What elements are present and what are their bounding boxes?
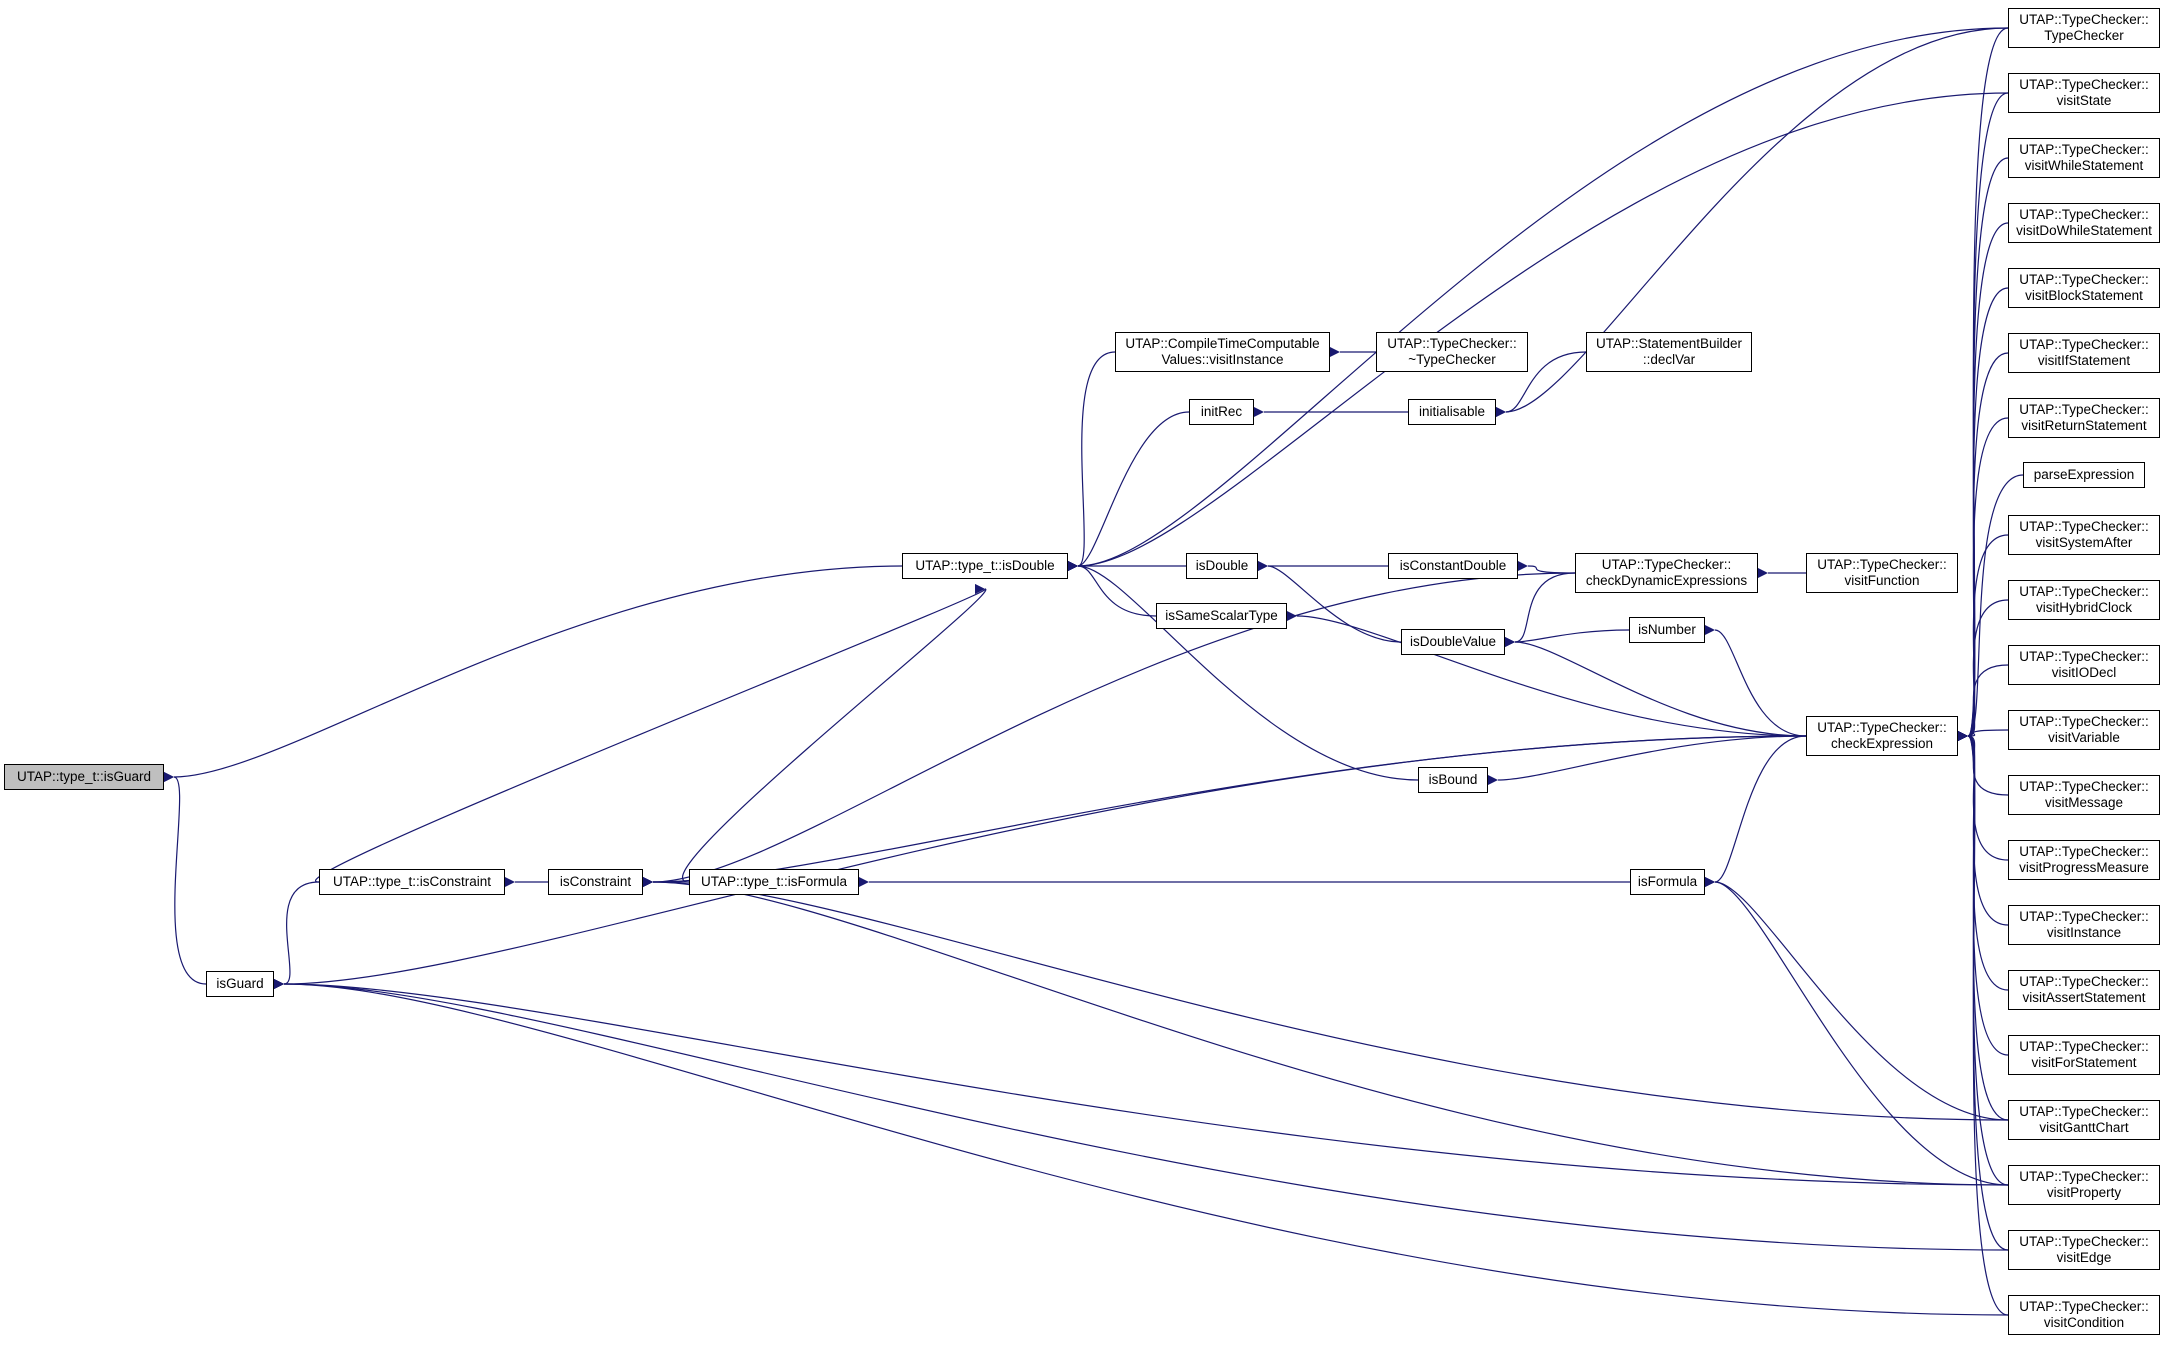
edge-checkExpression-to-isNumber bbox=[1704, 624, 1807, 737]
node-visitassertstatement[interactable]: UTAP::TypeChecker::visitAssertStatement bbox=[2008, 970, 2160, 1010]
node-visitblockstatement[interactable]: UTAP::TypeChecker::visitBlockStatement bbox=[2008, 268, 2160, 308]
edge-visitCondition-to-checkExpression bbox=[1957, 730, 2009, 1316]
edge-checkExpression-to-isDoubleValue bbox=[1504, 636, 1807, 737]
node-visitiodecl[interactable]: UTAP::TypeChecker::visitIODecl bbox=[2008, 645, 2160, 685]
node-issamescalartype[interactable]: isSameScalarType bbox=[1156, 603, 1287, 629]
node-visitproperty[interactable]: UTAP::TypeChecker::visitProperty bbox=[2008, 1165, 2160, 1205]
edge-isNumber-to-isDoubleValue bbox=[1504, 629, 1630, 648]
node-isguard[interactable]: isGuard bbox=[206, 971, 274, 997]
node-checkexpression[interactable]: UTAP::TypeChecker::checkExpression bbox=[1806, 716, 1958, 756]
node-isconstraint[interactable]: isConstraint bbox=[548, 869, 643, 895]
edge-checkDynamic-to-isDoubleValue bbox=[1504, 572, 1576, 648]
edge-isGuard-to-isGuardType bbox=[163, 771, 207, 985]
node-visitsystemafter[interactable]: UTAP::TypeChecker::visitSystemAfter bbox=[2008, 515, 2160, 555]
node-isdoublevalue[interactable]: isDoubleValue bbox=[1401, 629, 1505, 655]
edge-checkDynamic-to-isConstantDouble bbox=[1517, 560, 1576, 574]
edge-checkExpression-to-isFormula bbox=[1704, 735, 1807, 888]
edge-visitSystemAfter-to-checkExpression bbox=[1957, 534, 2009, 742]
edge-isSameScalarType-to-isDoubleType bbox=[1067, 560, 1157, 617]
edge-tcTypeChecker-to-initialisable bbox=[1495, 27, 2009, 418]
node-isdouble[interactable]: isDouble bbox=[1186, 553, 1258, 579]
node-visithybridclock[interactable]: UTAP::TypeChecker::visitHybridClock bbox=[2008, 580, 2160, 620]
node-visitprogressmeasure[interactable]: UTAP::TypeChecker::visitProgressMeasure bbox=[2008, 840, 2160, 880]
edge-visitGantt-to-isFormula bbox=[1704, 876, 2009, 1121]
edge-isDoubleType-to-isGuardType bbox=[163, 565, 903, 783]
node-parseexpression[interactable]: parseExpression bbox=[2023, 462, 2145, 488]
edge-ctcVisitInstance-to-isDoubleType bbox=[1067, 351, 1116, 572]
edge-isBound-to-isDoubleType bbox=[1067, 560, 1419, 781]
node-visitmessage[interactable]: UTAP::TypeChecker::visitMessage bbox=[2008, 775, 2160, 815]
edge-checkExpression-to-isConstraint bbox=[642, 735, 1807, 888]
node-isformula[interactable]: isFormula bbox=[1630, 869, 1705, 895]
edge-checkExpression-to-isGuard bbox=[273, 735, 1807, 990]
edge-visitState-to-isDoubleType bbox=[1067, 92, 2009, 572]
edge-visitReturn-to-checkExpression bbox=[1957, 417, 2009, 742]
node-visitfunction[interactable]: UTAP::TypeChecker::visitFunction bbox=[1806, 553, 1958, 593]
edge-visitProperty-to-isFormula bbox=[1704, 876, 2009, 1186]
edge-layer bbox=[163, 27, 2024, 1316]
edge-visitCondition-to-isGuard bbox=[273, 978, 2009, 1316]
node-visitganttchart[interactable]: UTAP::TypeChecker::visitGanttChart bbox=[2008, 1100, 2160, 1140]
edge-isConstraintType-to-isGuard bbox=[273, 881, 320, 990]
node-initrec[interactable]: initRec bbox=[1189, 399, 1254, 425]
node-visitwhilestatement[interactable]: UTAP::TypeChecker::visitWhileStatement bbox=[2008, 138, 2160, 178]
edge-tcTypeChecker-to-isDoubleType bbox=[1067, 27, 2009, 572]
node-isbound[interactable]: isBound bbox=[1418, 767, 1488, 793]
node-statementbuilder-declvar[interactable]: UTAP::StatementBuilder::declVar bbox=[1586, 332, 1752, 372]
edge-visitHybridClock-to-checkExpression bbox=[1957, 599, 2009, 742]
edge-sbDeclVar-to-initialisable bbox=[1495, 351, 1587, 418]
edge-isFormulaType-to-isDoubleType bbox=[682, 583, 987, 883]
node-type-isguard[interactable]: UTAP::type_t::isGuard bbox=[4, 764, 164, 790]
node-type-isconstraint[interactable]: UTAP::type_t::isConstraint bbox=[319, 869, 505, 895]
edge-visitProperty-to-isGuard bbox=[273, 978, 2009, 1186]
node-visitreturnstatement[interactable]: UTAP::TypeChecker::visitReturnStatement bbox=[2008, 398, 2160, 438]
node-isnumber[interactable]: isNumber bbox=[1629, 617, 1705, 643]
node-visitinstance[interactable]: UTAP::TypeChecker::visitInstance bbox=[2008, 905, 2160, 945]
edge-visitEdge-to-isGuard bbox=[273, 978, 2009, 1251]
node-initialisable[interactable]: initialisable bbox=[1408, 399, 1496, 425]
edge-isDoubleValue-to-isDouble bbox=[1257, 560, 1402, 643]
edge-visitProperty-to-isConstraint bbox=[642, 876, 2009, 1186]
node-type-isformula[interactable]: UTAP::type_t::isFormula bbox=[689, 869, 859, 895]
edge-checkExpression-to-isSameScalarType bbox=[1286, 610, 1807, 737]
node-isconstantdouble[interactable]: isConstantDouble bbox=[1388, 553, 1518, 579]
node-visitcondition[interactable]: UTAP::TypeChecker::visitCondition bbox=[2008, 1295, 2160, 1335]
edge-isConstraintType-to-isDoubleType bbox=[315, 583, 986, 883]
node-visitdowhilestatement[interactable]: UTAP::TypeChecker::visitDoWhileStatement bbox=[2008, 203, 2160, 243]
node-typechecker-destructor[interactable]: UTAP::TypeChecker::~TypeChecker bbox=[1376, 332, 1528, 372]
edge-visitGantt-to-isConstraint bbox=[642, 876, 2009, 1121]
node-visitedge[interactable]: UTAP::TypeChecker::visitEdge bbox=[2008, 1230, 2160, 1270]
edge-checkExpression-to-isBound bbox=[1487, 735, 1807, 786]
node-visitstate[interactable]: UTAP::TypeChecker::visitState bbox=[2008, 73, 2160, 113]
node-visitifstatement[interactable]: UTAP::TypeChecker::visitIfStatement bbox=[2008, 333, 2160, 373]
node-check-dynamic-expressions[interactable]: UTAP::TypeChecker::checkDynamicExpressio… bbox=[1575, 553, 1758, 593]
edge-checkDynamic-to-isConstraint bbox=[642, 572, 1576, 888]
node-type-isdouble[interactable]: UTAP::type_t::isDouble bbox=[902, 553, 1068, 579]
node-visitvariable[interactable]: UTAP::TypeChecker::visitVariable bbox=[2008, 710, 2160, 750]
edge-visitVariable-to-checkExpression bbox=[1957, 729, 2009, 742]
node-visitforstatement[interactable]: UTAP::TypeChecker::visitForStatement bbox=[2008, 1035, 2160, 1075]
node-typechecker-ctor[interactable]: UTAP::TypeChecker::TypeChecker bbox=[2008, 8, 2160, 48]
edge-initRec-to-isDoubleType bbox=[1067, 411, 1190, 572]
